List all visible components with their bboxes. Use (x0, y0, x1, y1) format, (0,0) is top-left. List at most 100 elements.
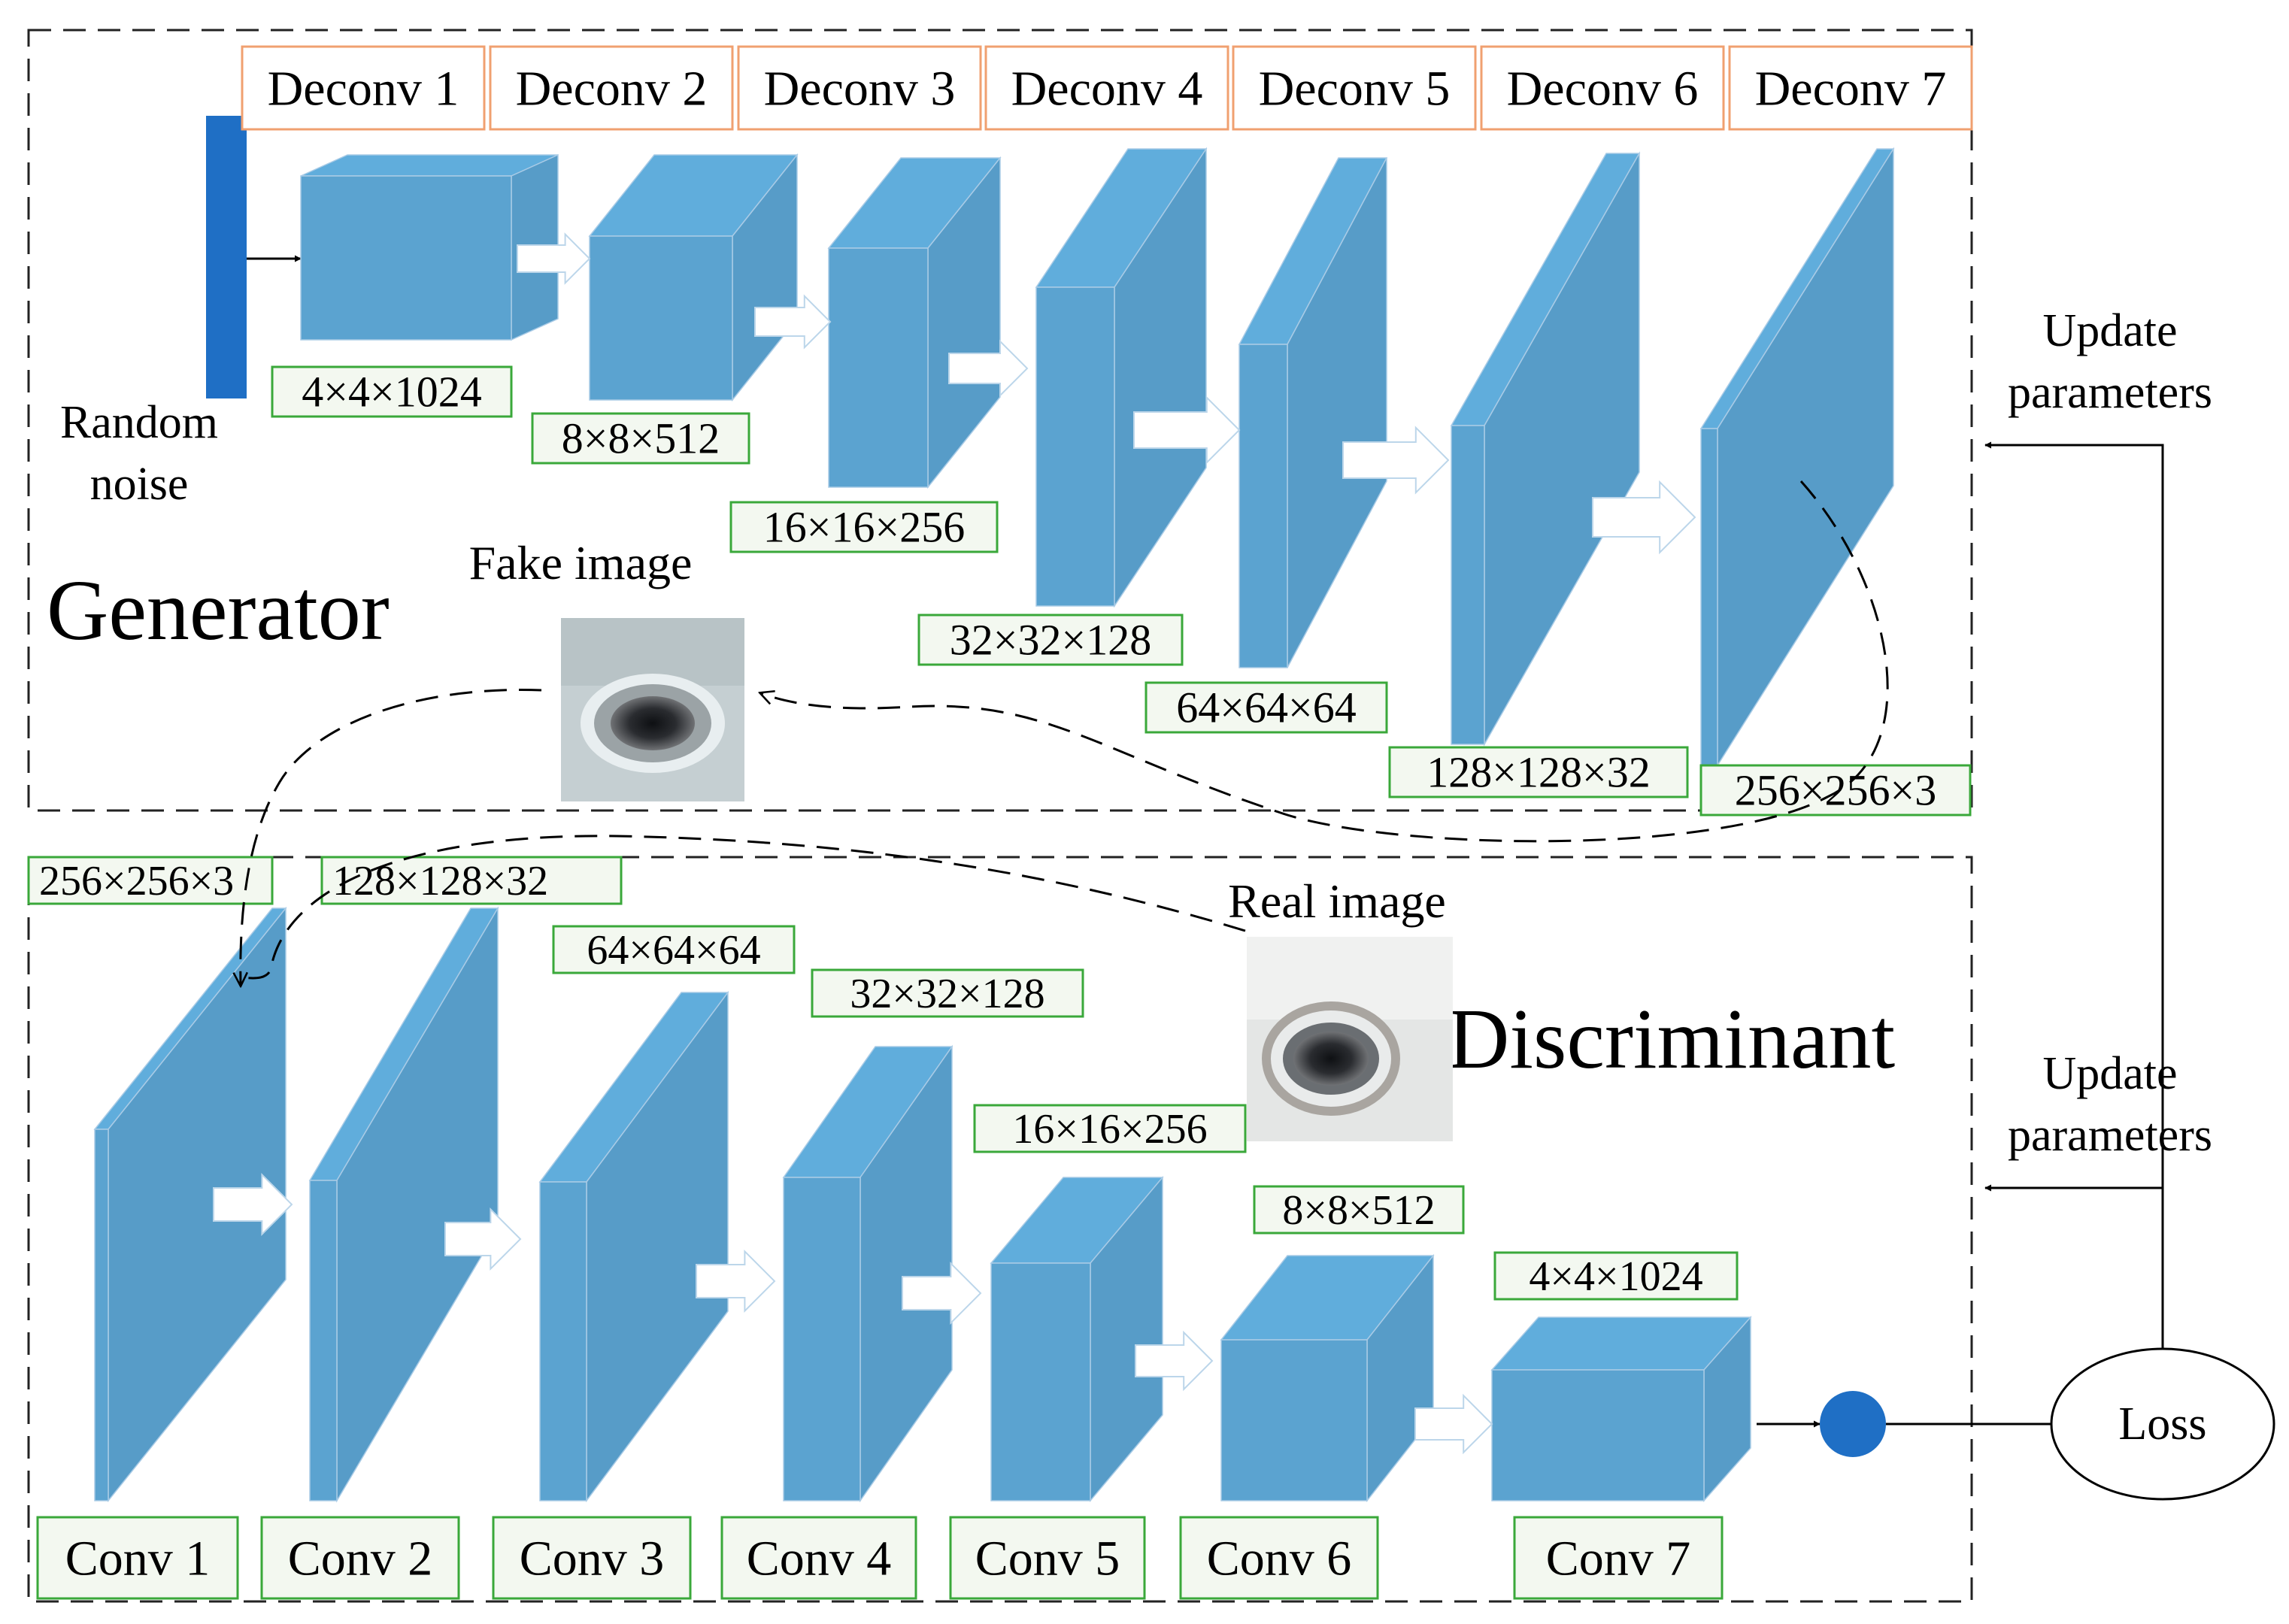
generator-dim-5-text: 64×64×64 (1176, 683, 1356, 732)
discriminant-flow-arrow-4 (902, 1261, 982, 1326)
update-bottom-line2: parameters (2008, 1110, 2212, 1161)
discriminant-dim-2-text: 128×128×32 (332, 858, 548, 904)
discriminant-flow-arrow-2 (444, 1207, 522, 1271)
discriminant-flow-arrow-6 (1414, 1393, 1493, 1455)
discriminant-layer-4-text: Conv 4 (747, 1531, 892, 1586)
discriminant-block-5 (990, 1175, 1164, 1503)
loss-label: Loss (2118, 1398, 2206, 1450)
fake-image-label: Fake image (469, 536, 693, 589)
discriminant-frame (27, 856, 1973, 1603)
discriminant-layer-3: Conv 3 (492, 1516, 692, 1600)
generator-layer-1-text: Deconv 1 (268, 61, 459, 116)
discriminant-dim-5-text: 16×16×256 (1012, 1106, 1207, 1153)
discriminant-layer-footers: Conv 1 Conv 2 Conv 3 Conv 4 Conv 5 Conv 6 Conv… (36, 1516, 1724, 1600)
discriminant-block-3 (538, 990, 729, 1503)
generator-dim-2: 8×8×512 (531, 412, 750, 465)
generator-dim-3: 16×16×256 (729, 501, 999, 553)
discriminant-dim-3: 64×64×64 (552, 925, 796, 974)
generator-dim-4: 32×32×128 (917, 614, 1184, 666)
real-image (1247, 937, 1453, 1141)
discriminant-layer-5-text: Conv 5 (975, 1531, 1120, 1586)
discriminant-layer-4: Conv 4 (720, 1516, 917, 1600)
discriminant-dimension-labels: 256×256×3 128×128×32 64×64×64 32×32×128 16×1… (27, 856, 1739, 1301)
fake-image-flow-curve (761, 480, 1889, 843)
discriminant-block-1 (93, 906, 287, 1503)
output-node (1820, 1391, 1886, 1457)
discriminant-dim-6-text: 8×8×512 (1282, 1187, 1435, 1234)
discriminant-blocks (93, 906, 1752, 1503)
update-top-feedback-line (1984, 441, 2164, 1349)
discriminant-title: Discriminant (1448, 991, 1895, 1086)
discriminant-dim-1: 256×256×3 (27, 856, 274, 905)
generator-layer-5-text: Deconv 5 (1259, 61, 1451, 116)
generator-dim-4-text: 32×32×128 (950, 616, 1151, 665)
discriminant-block-2 (308, 906, 499, 1503)
generator-block-4 (1035, 147, 1208, 608)
discriminant-layer-3-text: Conv 3 (520, 1531, 665, 1586)
discriminant-dim-4-text: 32×32×128 (850, 971, 1044, 1017)
generator-layer-7-text: Deconv 7 (1755, 61, 1947, 116)
generator-flow-arrow-2 (754, 294, 832, 350)
generator-dim-3-text: 16×16×256 (763, 503, 965, 552)
generator-blocks (300, 147, 1895, 768)
generator-dim-7-text: 256×256×3 (1735, 766, 1936, 815)
discriminant-block-4 (782, 1044, 953, 1503)
fake-to-discriminant-curve (241, 689, 542, 985)
discriminant-layer-5: Conv 5 (949, 1516, 1146, 1600)
discriminant-flow-arrow-3 (696, 1249, 776, 1313)
generator-block-7 (1699, 147, 1895, 768)
real-to-discriminant-curve (241, 835, 1246, 980)
generator-dimension-labels: 4×4×1024 8×8×512 16×16×256 32×32×128 64×64×6… (271, 365, 1972, 817)
generator-dim-2-text: 8×8×512 (562, 414, 720, 463)
discriminant-layer-2-text: Conv 2 (288, 1531, 433, 1586)
discriminant-layer-1-text: Conv 1 (65, 1531, 211, 1586)
update-bottom-line1: Update (2042, 1048, 2177, 1099)
generator-dim-1: 4×4×1024 (271, 365, 513, 418)
generator-block-2 (588, 153, 799, 402)
discriminant-layer-2: Conv 2 (260, 1516, 460, 1600)
discriminant-block-7 (1490, 1316, 1752, 1502)
discriminant-layer-1: Conv 1 (36, 1516, 239, 1600)
discriminant-block-6 (1220, 1253, 1435, 1503)
generator-layer-2-text: Deconv 2 (516, 61, 708, 116)
generator-flow-arrow-4 (1133, 395, 1241, 465)
generator-dim-6: 128×128×32 (1388, 746, 1689, 798)
discriminant-flow-arrow-1 (213, 1172, 293, 1237)
generator-dim-1-text: 4×4×1024 (302, 368, 481, 417)
real-image-label: Real image (1228, 874, 1446, 928)
discriminant-layer-7-text: Conv 7 (1546, 1531, 1691, 1586)
discriminant-dim-5: 16×16×256 (973, 1104, 1247, 1153)
generator-flow-arrow-3 (948, 339, 1029, 398)
generator-frame (27, 29, 1973, 812)
discriminant-dim-7-text: 4×4×1024 (1529, 1253, 1702, 1300)
update-top-line1: Update (2042, 305, 2177, 356)
update-top-line2: parameters (2008, 367, 2212, 418)
discriminant-dim-4: 32×32×128 (811, 968, 1084, 1018)
generator-layer-4-text: Deconv 4 (1011, 61, 1203, 116)
noise-label-line2: noise (90, 459, 189, 510)
generator-layer-3: Deconv 3 (737, 45, 982, 131)
generator-layer-headers: Deconv 1 Deconv 2 Deconv 3 Deconv 4 Deconv 5… (241, 45, 1973, 131)
fake-image (561, 618, 744, 801)
generator-layer-4: Deconv 4 (984, 45, 1229, 131)
generator-layer-1: Deconv 1 (241, 45, 486, 131)
discriminant-layer-6: Conv 6 (1179, 1516, 1379, 1600)
generator-title: Generator (47, 562, 390, 658)
generator-layer-6-text: Deconv 6 (1507, 61, 1699, 116)
generator-layer-2: Deconv 2 (489, 45, 734, 131)
discriminant-layer-6-text: Conv 6 (1207, 1531, 1352, 1586)
discriminant-layer-7: Conv 7 (1513, 1516, 1724, 1600)
discriminant-dim-1-text: 256×256×3 (39, 858, 234, 904)
generator-dim-6-text: 128×128×32 (1426, 748, 1650, 797)
generator-dim-5: 64×64×64 (1144, 681, 1388, 734)
discriminant-dim-2: 128×128×32 (320, 856, 623, 905)
discriminant-flow-arrow-5 (1135, 1330, 1214, 1392)
discriminant-dim-6: 8×8×512 (1253, 1185, 1465, 1235)
generator-block-6 (1450, 151, 1641, 747)
discriminant-dim-7: 4×4×1024 (1493, 1251, 1739, 1301)
generator-dim-7: 256×256×3 (1699, 764, 1972, 817)
generator-flow-arrow-1 (517, 232, 591, 285)
discriminant-dim-3-text: 64×64×64 (587, 927, 760, 974)
noise-label-line1: Random (60, 397, 218, 448)
